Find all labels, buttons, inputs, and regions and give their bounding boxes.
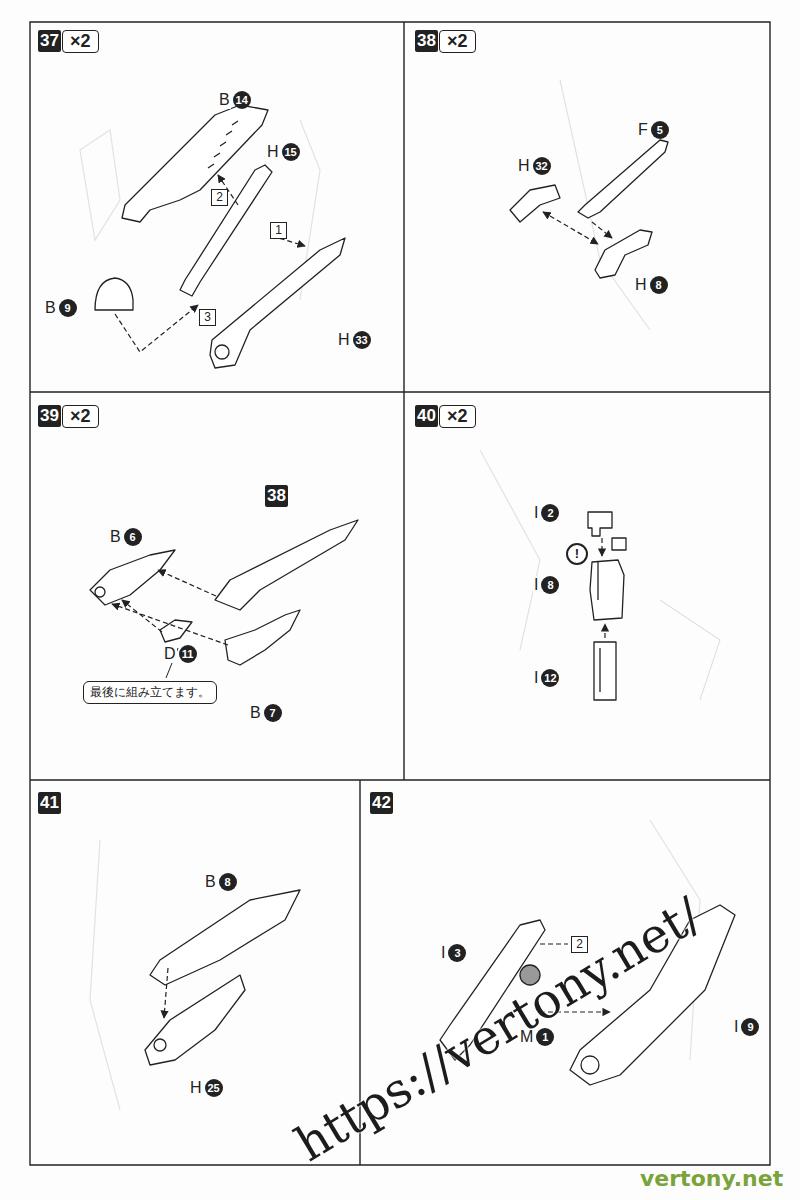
badge-text: ! <box>566 543 588 565</box>
order-number: 1 <box>270 222 287 239</box>
part-callout: H25 <box>189 1079 223 1097</box>
part-letter: H <box>517 157 531 175</box>
part-number: 7 <box>264 704 282 722</box>
part-callout: B14 <box>218 91 251 109</box>
part-letter: H <box>189 1079 203 1097</box>
step-number: 41 <box>38 792 61 814</box>
part-letter: D <box>163 645 177 663</box>
part-callout: F5 <box>637 121 669 139</box>
badge-text: 2 <box>211 189 228 206</box>
part-letter: B <box>218 91 231 109</box>
badge-text: 38 <box>265 485 288 507</box>
part-callout: B8 <box>204 873 237 891</box>
badge-text: 38 <box>415 30 438 52</box>
part-callout: H8 <box>634 276 668 294</box>
step-number: 42 <box>370 792 393 814</box>
badge-text: ×2 <box>62 30 99 53</box>
badge-text: 3 <box>199 309 216 326</box>
part-number: 2 <box>541 504 559 522</box>
part-callout: B6 <box>109 528 142 546</box>
part-number: 33 <box>353 331 371 349</box>
part-number: 14 <box>233 91 251 109</box>
part-letter: H <box>337 331 351 349</box>
part-number: 8 <box>219 873 237 891</box>
badge-text: 42 <box>370 792 393 814</box>
part-number: 3 <box>448 944 466 962</box>
note-box: 最後に組み立てます。 <box>83 681 217 704</box>
part-callout: I3 <box>440 944 466 962</box>
part-number: 8 <box>541 576 559 594</box>
part-callout: H33 <box>337 331 371 349</box>
part-callout: B7 <box>249 704 282 722</box>
quantity-badge: ×2 <box>439 30 476 53</box>
badge-text: 41 <box>38 792 61 814</box>
step-number: 40 <box>415 405 438 427</box>
badge-text: 1 <box>270 222 287 239</box>
badge-text: ×2 <box>439 405 476 428</box>
watermark: vertony.net <box>640 1166 783 1191</box>
part-callout: D11 <box>163 645 197 663</box>
quantity-badge: ×2 <box>439 405 476 428</box>
part-callout: I12 <box>533 669 559 687</box>
step-reference: 38 <box>265 485 288 507</box>
order-number: 3 <box>199 309 216 326</box>
step-number: 38 <box>415 30 438 52</box>
quantity-badge: ×2 <box>62 405 99 428</box>
part-number: 6 <box>124 528 142 546</box>
quantity-badge: ×2 <box>62 30 99 53</box>
badge-text: 40 <box>415 405 438 427</box>
part-letter: B <box>249 704 262 722</box>
caution-mark: ! <box>566 543 588 565</box>
badge-text: ×2 <box>62 405 99 428</box>
part-number: 25 <box>205 1079 223 1097</box>
part-letter: I <box>533 669 539 687</box>
part-letter: I <box>440 944 446 962</box>
part-callout: I2 <box>533 504 559 522</box>
step-number: 39 <box>38 405 61 427</box>
part-number: 11 <box>179 645 197 663</box>
part-number: 12 <box>541 669 559 687</box>
part-number: 9 <box>59 299 77 317</box>
part-callout: I8 <box>533 576 559 594</box>
badge-text: 最後に組み立てます。 <box>83 681 217 704</box>
part-number: 5 <box>651 121 669 139</box>
part-letter: I <box>733 1018 739 1036</box>
order-number: 2 <box>211 189 228 206</box>
part-letter: B <box>109 528 122 546</box>
part-callout: B9 <box>44 299 77 317</box>
part-letter: F <box>637 121 649 139</box>
badge-text: ×2 <box>439 30 476 53</box>
part-callout: I9 <box>733 1018 759 1036</box>
part-letter: I <box>533 504 539 522</box>
part-letter: B <box>204 873 217 891</box>
part-callout: H32 <box>517 157 551 175</box>
part-callout: H15 <box>266 143 300 161</box>
part-letter: I <box>533 576 539 594</box>
part-letter: H <box>266 143 280 161</box>
badge-text: 39 <box>38 405 61 427</box>
part-number: 32 <box>533 157 551 175</box>
part-number: 15 <box>282 143 300 161</box>
part-number: 8 <box>650 276 668 294</box>
part-number: 9 <box>741 1018 759 1036</box>
step-number: 37 <box>38 30 61 52</box>
part-letter: H <box>634 276 648 294</box>
badge-text: 37 <box>38 30 61 52</box>
part-letter: B <box>44 299 57 317</box>
